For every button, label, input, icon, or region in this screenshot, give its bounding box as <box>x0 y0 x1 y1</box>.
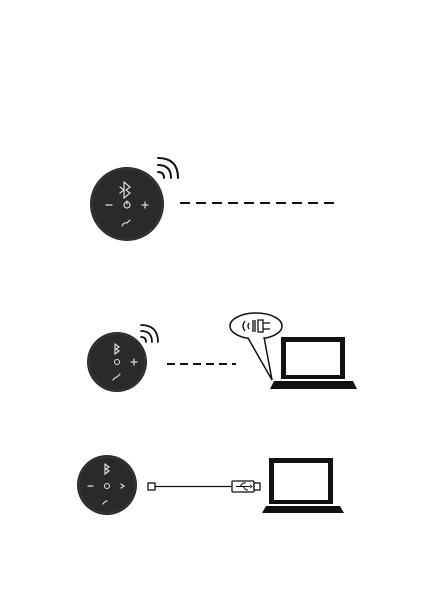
panel-2-graphic <box>0 305 425 395</box>
panel-3-graphic <box>0 450 425 525</box>
speakerphone-icon <box>90 167 164 241</box>
usb-cable-icon <box>148 481 260 492</box>
panel-usb-cable-laptop <box>0 450 425 525</box>
panel-1-graphic <box>0 150 425 250</box>
wireless-signal-icon <box>158 158 178 178</box>
panel-wireless-standalone <box>0 150 425 250</box>
speakerphone-icon <box>87 332 147 392</box>
wireless-signal-icon <box>141 325 158 342</box>
laptop-icon <box>262 458 344 513</box>
usb-dongle-callout <box>230 313 282 380</box>
speakerphone-icon <box>77 455 137 515</box>
panel-bluetooth-dongle-laptop <box>0 305 425 395</box>
laptop-icon <box>270 337 357 389</box>
